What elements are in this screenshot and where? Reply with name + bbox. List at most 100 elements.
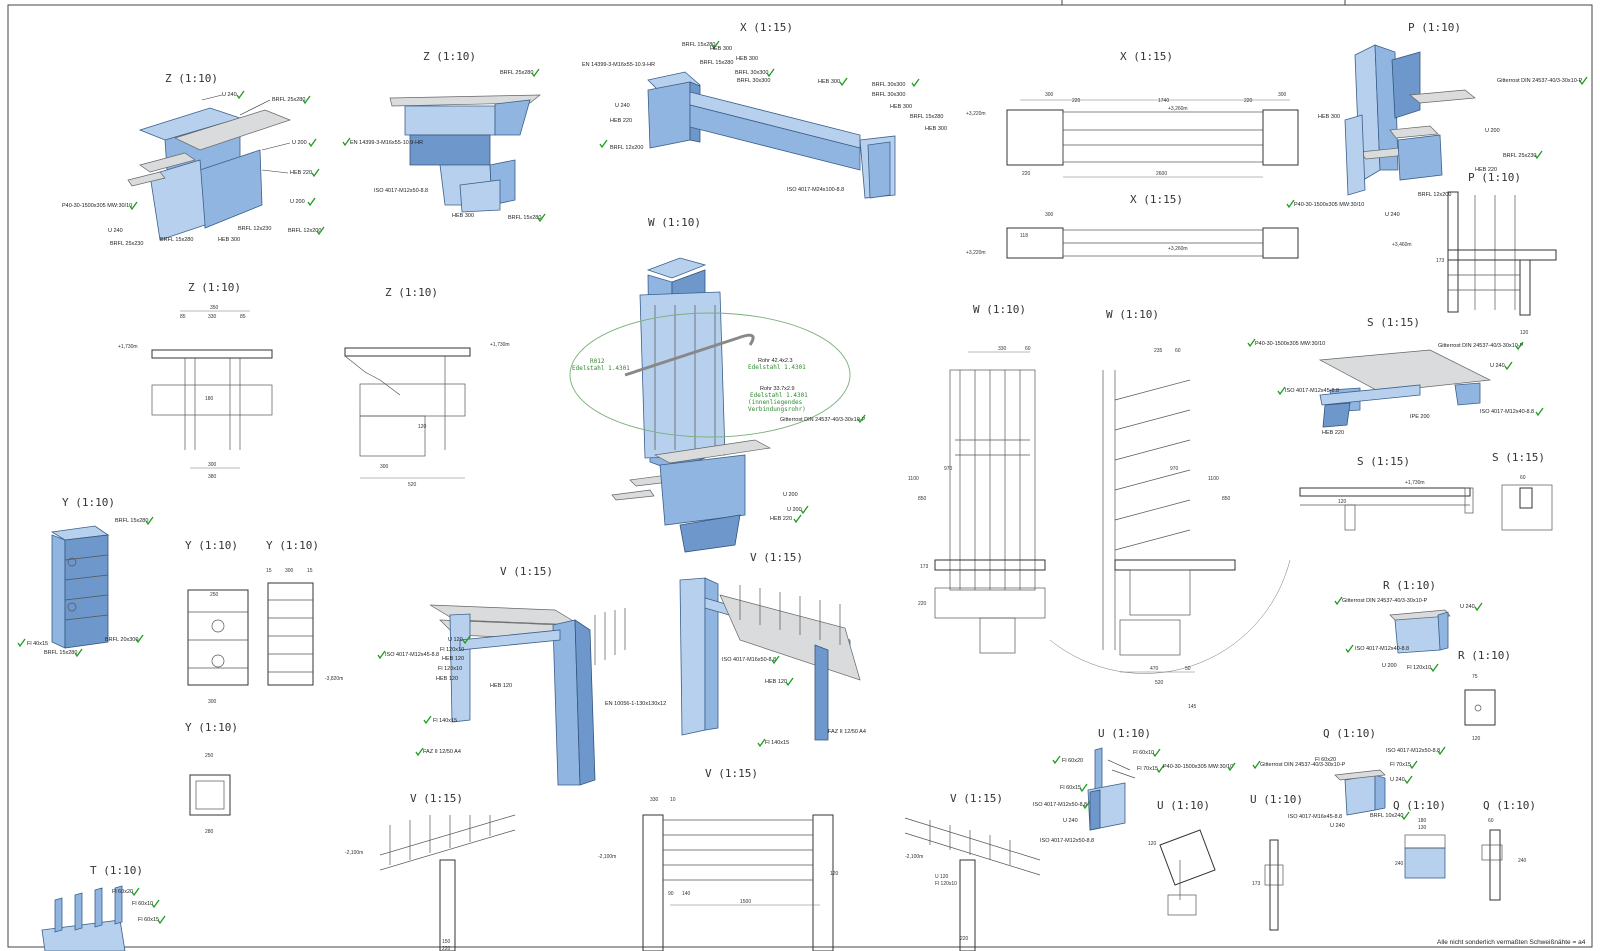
svg-text:173: 173	[920, 564, 929, 570]
svg-text:150: 150	[442, 939, 451, 945]
svg-text:140: 140	[682, 891, 691, 897]
svg-text:S (1:15): S (1:15)	[1367, 316, 1420, 329]
view-s-iso: S (1:15) P40-30-1500x305 MW:30/10 Gitter…	[1247, 316, 1544, 436]
svg-text:ISO 4017-M12x50-8.8: ISO 4017-M12x50-8.8	[1040, 838, 1094, 844]
svg-text:Fl 140x15: Fl 140x15	[433, 718, 457, 724]
svg-text:Y (1:10): Y (1:10)	[266, 539, 319, 552]
svg-text:U 240: U 240	[1390, 777, 1405, 783]
svg-text:235: 235	[1154, 348, 1163, 354]
svg-text:970: 970	[1170, 466, 1179, 472]
label-u240: U 240	[222, 92, 237, 98]
view-z-section-2: Z (1:10) 520 300 120 +1,730m	[344, 286, 510, 488]
view-p-iso: P (1:10) Gitterrost DIN 24537-40/3-30x10…	[1286, 21, 1588, 218]
svg-text:BRFL 15x280: BRFL 15x280	[700, 60, 733, 66]
svg-text:HEB 220: HEB 220	[770, 516, 792, 522]
svg-text:-2,100m: -2,100m	[598, 854, 616, 860]
svg-text:X (1:15): X (1:15)	[740, 21, 793, 34]
svg-text:+1,730m: +1,730m	[1405, 480, 1425, 486]
view-title: Z (1:10)	[165, 72, 218, 85]
svg-text:330: 330	[998, 346, 1007, 352]
svg-text:BRFL 15x280: BRFL 15x280	[115, 518, 148, 524]
svg-text:ISO 4017-M12x50-8.8: ISO 4017-M12x50-8.8	[1386, 748, 1440, 754]
svg-text:300: 300	[380, 464, 389, 470]
svg-text:Fl 120x10: Fl 120x10	[935, 881, 957, 887]
svg-text:V (1:15): V (1:15)	[705, 767, 758, 780]
svg-text:S (1:15): S (1:15)	[1357, 455, 1410, 468]
svg-text:Edelstahl 1.4301: Edelstahl 1.4301	[572, 365, 630, 372]
svg-text:280: 280	[205, 829, 214, 835]
svg-text:U 200: U 200	[290, 199, 305, 205]
svg-text:IPE 200: IPE 200	[1410, 414, 1430, 420]
svg-text:60: 60	[1520, 475, 1526, 481]
svg-text:P (1:10): P (1:10)	[1408, 21, 1461, 34]
view-x-iso: X (1:15) EN 14399-3-M16x55-10.9-HR BRFL …	[582, 21, 947, 199]
svg-text:Q (1:10): Q (1:10)	[1483, 799, 1536, 812]
svg-text:BRFL 25x230: BRFL 25x230	[1503, 153, 1536, 159]
svg-text:Fl 60x15: Fl 60x15	[1060, 785, 1081, 791]
svg-text:Fl 60x20: Fl 60x20	[1315, 757, 1336, 763]
view-z-iso-1: Z (1:10) U 240 BRFL 25x280 U 200 HEB 220…	[62, 72, 325, 247]
svg-text:1100: 1100	[1208, 476, 1219, 482]
view-r-iso: R (1:10) Gitterrost DIN 24537-40/3-30x10…	[1334, 579, 1483, 672]
svg-text:Fl 120x10: Fl 120x10	[1407, 665, 1431, 671]
svg-text:850: 850	[918, 496, 927, 502]
svg-text:BRFL 20x300: BRFL 20x300	[105, 637, 138, 643]
view-w-front: W (1:10) 330 60 1100 850 970 173 220	[908, 303, 1046, 654]
svg-text:300: 300	[285, 568, 294, 574]
svg-text:Fl 120x10: Fl 120x10	[440, 647, 464, 653]
svg-text:Edelstahl 1.4301: Edelstahl 1.4301	[748, 364, 806, 371]
svg-text:-3,820m: -3,820m	[325, 676, 343, 682]
svg-text:ISO 4017-M12x50-8.8: ISO 4017-M12x50-8.8	[374, 188, 428, 194]
svg-text:ISO 4017-M16x50-8.8: ISO 4017-M16x50-8.8	[722, 657, 776, 663]
view-x-elevation: X (1:15) 300 220 1740 220 300 2600 220 +…	[966, 50, 1299, 178]
sheet-border	[7, 4, 1593, 948]
svg-text:Fl 70x15: Fl 70x15	[1137, 766, 1158, 772]
svg-text:BRFL 15x280: BRFL 15x280	[44, 650, 77, 656]
svg-text:520: 520	[408, 482, 417, 488]
svg-text:ISO 4017-M12x45-8.8: ISO 4017-M12x45-8.8	[1285, 388, 1339, 394]
svg-text:120: 120	[830, 871, 839, 877]
svg-text:U 120: U 120	[935, 874, 949, 880]
view-r-detail: R (1:10) 75 120	[1458, 649, 1511, 742]
svg-text:HEB 120: HEB 120	[436, 676, 458, 682]
svg-text:BRFL 30x300: BRFL 30x300	[735, 70, 768, 76]
svg-text:60: 60	[1175, 348, 1181, 354]
svg-text:Gitterrost DIN 24537-40/3-30x1: Gitterrost DIN 24537-40/3-30x10-P	[780, 417, 866, 423]
svg-text:Z (1:10): Z (1:10)	[385, 286, 438, 299]
view-y-section-1: Y (1:10) 250 300	[185, 539, 249, 705]
svg-text:220: 220	[1244, 98, 1253, 104]
svg-text:FAZ II 12/50 A4: FAZ II 12/50 A4	[423, 749, 461, 755]
svg-text:240: 240	[1518, 858, 1527, 864]
svg-text:V (1:15): V (1:15)	[750, 551, 803, 564]
weld-note: Alle nicht sonderlich vermaßten Schweißn…	[1437, 939, 1586, 946]
svg-text:P40-30-1500x305 MW:30/10: P40-30-1500x305 MW:30/10	[1294, 202, 1364, 208]
svg-text:BRFL 12x200: BRFL 12x200	[610, 145, 643, 151]
svg-text:R012: R012	[590, 358, 605, 365]
svg-text:P40-30-1500x305 MW:30/10: P40-30-1500x305 MW:30/10	[62, 203, 132, 209]
svg-text:118: 118	[1020, 233, 1028, 239]
svg-text:+1,730m: +1,730m	[118, 344, 138, 350]
svg-text:X (1:15): X (1:15)	[1130, 193, 1183, 206]
svg-text:1100: 1100	[908, 476, 919, 482]
svg-text:250: 250	[210, 592, 219, 598]
svg-text:173: 173	[1436, 258, 1445, 264]
svg-text:145: 145	[1188, 704, 1197, 710]
svg-text:HEB 300: HEB 300	[1318, 114, 1340, 120]
svg-text:HEB 220: HEB 220	[1475, 167, 1497, 173]
view-y-section-3: Y (1:10) 250 280	[185, 721, 238, 835]
svg-text:BRFL 15x280: BRFL 15x280	[508, 215, 541, 221]
svg-text:(innenliegendes: (innenliegendes	[748, 399, 803, 406]
svg-text:-2,100m: -2,100m	[905, 854, 923, 860]
svg-text:BRFL 30x300: BRFL 30x300	[872, 82, 905, 88]
view-p-section: P (1:10) +3,460m 173 120	[1392, 171, 1557, 336]
view-u-iso: U (1:10) Fl 60x20 Fl 60x10 Fl 70x15 P40-…	[1033, 727, 1236, 844]
svg-text:520: 520	[1155, 680, 1164, 686]
svg-text:Fl 60x15: Fl 60x15	[138, 917, 159, 923]
view-t-iso: T (1:10) Fl 60x20 Fl 60x10 Fl 60x15	[41, 864, 166, 951]
svg-text:EN 14399-3-M16x55-10.9-HR: EN 14399-3-M16x55-10.9-HR	[582, 62, 655, 68]
view-q-iso: Q (1:10) Gitterrost DIN 24537-40/3-30x10…	[1252, 727, 1446, 829]
view-z-iso-2: Z (1:10) BRFL 25x280 EN 14399-3-M16x55-1…	[342, 50, 546, 222]
label-brfl: BRFL 25x280	[272, 97, 305, 103]
view-v-section-1: V (1:15) -2,100m 150 220	[345, 792, 516, 951]
view-y-iso: Y (1:10) BRFL 15x280 Fl 40x15 BRFL 20x30…	[17, 496, 154, 657]
